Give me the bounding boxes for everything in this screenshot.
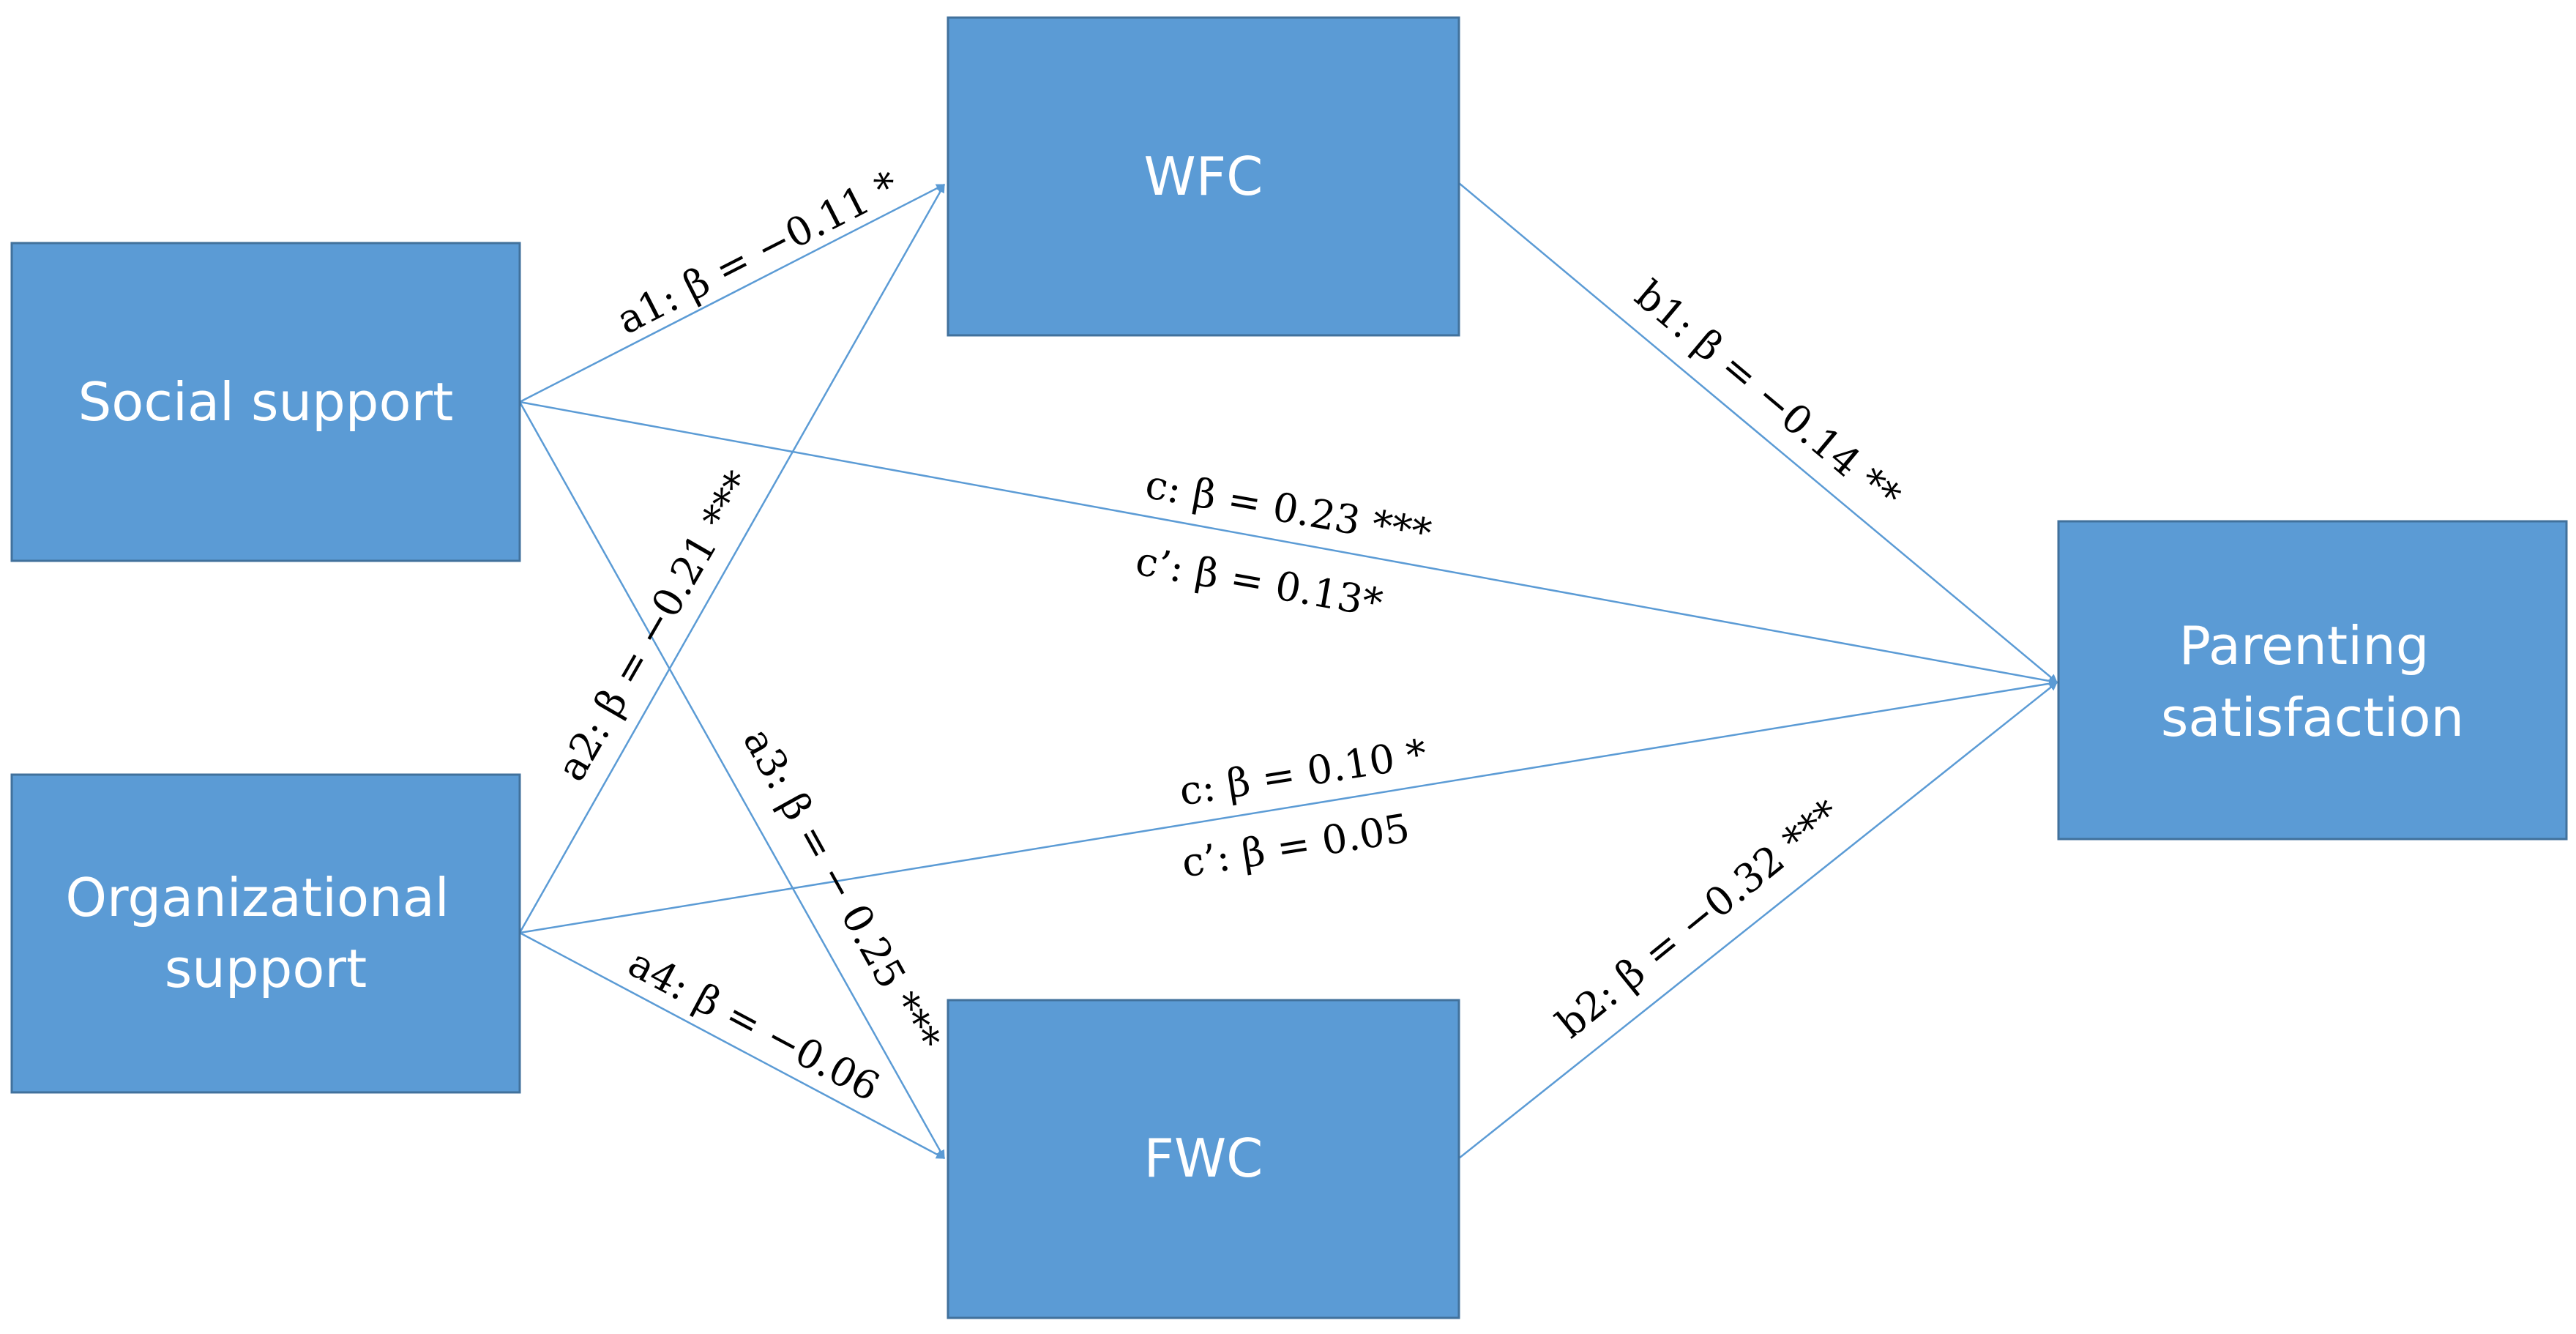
edge-c-social	[519, 400, 2058, 685]
label-c-prime-social: c’: β = 0.13*	[1132, 537, 1386, 626]
label-a2: a2: β = −0.21 ***	[548, 463, 763, 789]
label-a1: a1: β = −0.11 *	[610, 162, 906, 343]
node-social-support-label: Social support	[78, 371, 454, 433]
label-c-prime-org: c’: β = 0.05	[1179, 805, 1413, 886]
edge-a2	[518, 183, 946, 934]
edge-c-org	[519, 679, 2058, 934]
node-parenting-satisfaction-label: Parenting satisfaction	[2161, 615, 2464, 748]
edge-b2	[1458, 682, 2058, 1159]
node-social-support: Social support	[10, 242, 521, 562]
label-b1: b1: β = −0.14 **	[1627, 272, 1910, 520]
node-organizational-support-label: Organizational support	[65, 867, 466, 999]
edge-b1	[1458, 182, 2058, 683]
edge-a1	[519, 183, 946, 403]
node-parenting-satisfaction: Parenting satisfaction	[2057, 520, 2568, 841]
label-b2: b2: β = −0.32 ***	[1548, 791, 1849, 1047]
node-organizational-support: Organizational support	[10, 773, 521, 1094]
node-fwc: FWC	[947, 999, 1460, 1319]
edges	[518, 182, 2058, 1160]
edge-a4	[519, 931, 946, 1160]
node-wfc-label: WFC	[1144, 146, 1263, 207]
label-a4: a4: β = −0.06	[621, 939, 886, 1110]
node-fwc-label: FWC	[1144, 1128, 1263, 1189]
edge-a3	[518, 401, 946, 1160]
node-wfc: WFC	[947, 16, 1460, 337]
label-c-org: c: β = 0.10 *	[1176, 730, 1430, 815]
